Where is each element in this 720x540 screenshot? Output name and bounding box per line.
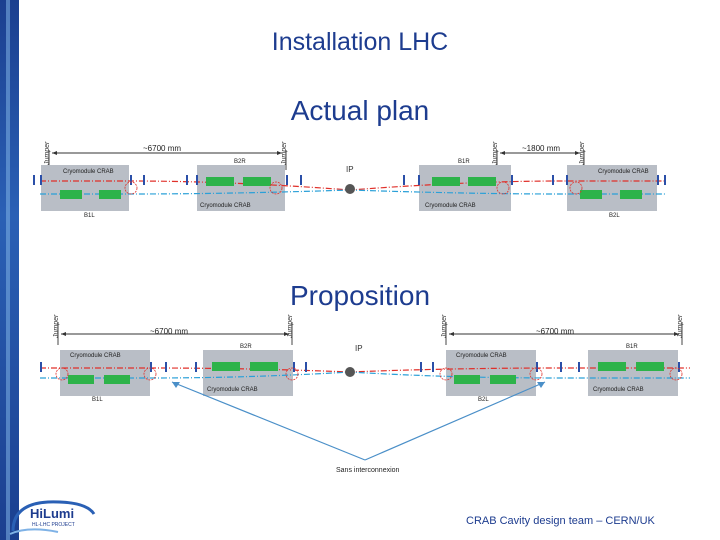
left-decor-bar — [0, 0, 19, 540]
jumper-label: Jumper — [281, 141, 288, 165]
beam-tag: B2L — [609, 213, 620, 219]
dimension-label: ~6700 mm — [143, 144, 182, 153]
proposition-heading: Proposition — [289, 280, 431, 311]
dimension-label: ~6700 mm — [536, 327, 575, 336]
beam-tag: B1L — [84, 213, 95, 219]
cryomodule-label: Cryomodule CRAB — [425, 203, 476, 209]
jumper-label: Jumper — [579, 141, 586, 165]
cryomodule-label: Cryomodule CRAB — [456, 353, 507, 359]
hilumi-logo: HiLumi HL-LHC PROJECT — [9, 500, 96, 535]
dimension-label: ~1800 mm — [522, 144, 561, 153]
cryomodule-label: Cryomodule CRAB — [70, 353, 121, 359]
logo-subtext: HL-LHC PROJECT — [32, 522, 75, 528]
beam-tag: B2R — [240, 344, 252, 350]
jumper-label: Jumper — [44, 141, 51, 165]
beam-tag: B2R — [234, 159, 246, 165]
actual-plan-heading: Actual plan — [290, 95, 430, 126]
cryomodule-label: Cryomodule CRAB — [207, 387, 258, 393]
jumper-label: Jumper — [441, 314, 448, 338]
ip-label: IP — [346, 165, 354, 174]
ip-label: IP — [355, 344, 363, 353]
logo-text: HiLumi — [30, 506, 74, 521]
jumper-label: Jumper — [492, 141, 499, 165]
footer-credit: CRAB Cavity design team – CERN/UK — [466, 515, 655, 527]
cryomodule-label: Cryomodule CRAB — [593, 387, 644, 393]
slide-title: Installation LHC — [271, 28, 449, 56]
dimension-label: ~6700 mm — [150, 327, 189, 336]
cryomodule-label: Cryomodule CRAB — [200, 203, 251, 209]
jumper-label: Jumper — [53, 314, 60, 338]
jumper-label: Jumper — [287, 314, 294, 338]
cryomodule-label: Cryomodule CRAB — [63, 169, 114, 175]
cryomodule-label: Cryomodule CRAB — [598, 169, 649, 175]
left-decor-stripe — [6, 0, 10, 540]
sans-interconnexion-note: Sans interconnexion — [336, 467, 400, 474]
jumper-label: Jumper — [677, 314, 684, 338]
beam-tag: B1L — [92, 397, 103, 403]
beam-tag: B1R — [458, 159, 470, 165]
beam-tag: B1R — [626, 344, 638, 350]
beam-tag: B2L — [478, 397, 489, 403]
